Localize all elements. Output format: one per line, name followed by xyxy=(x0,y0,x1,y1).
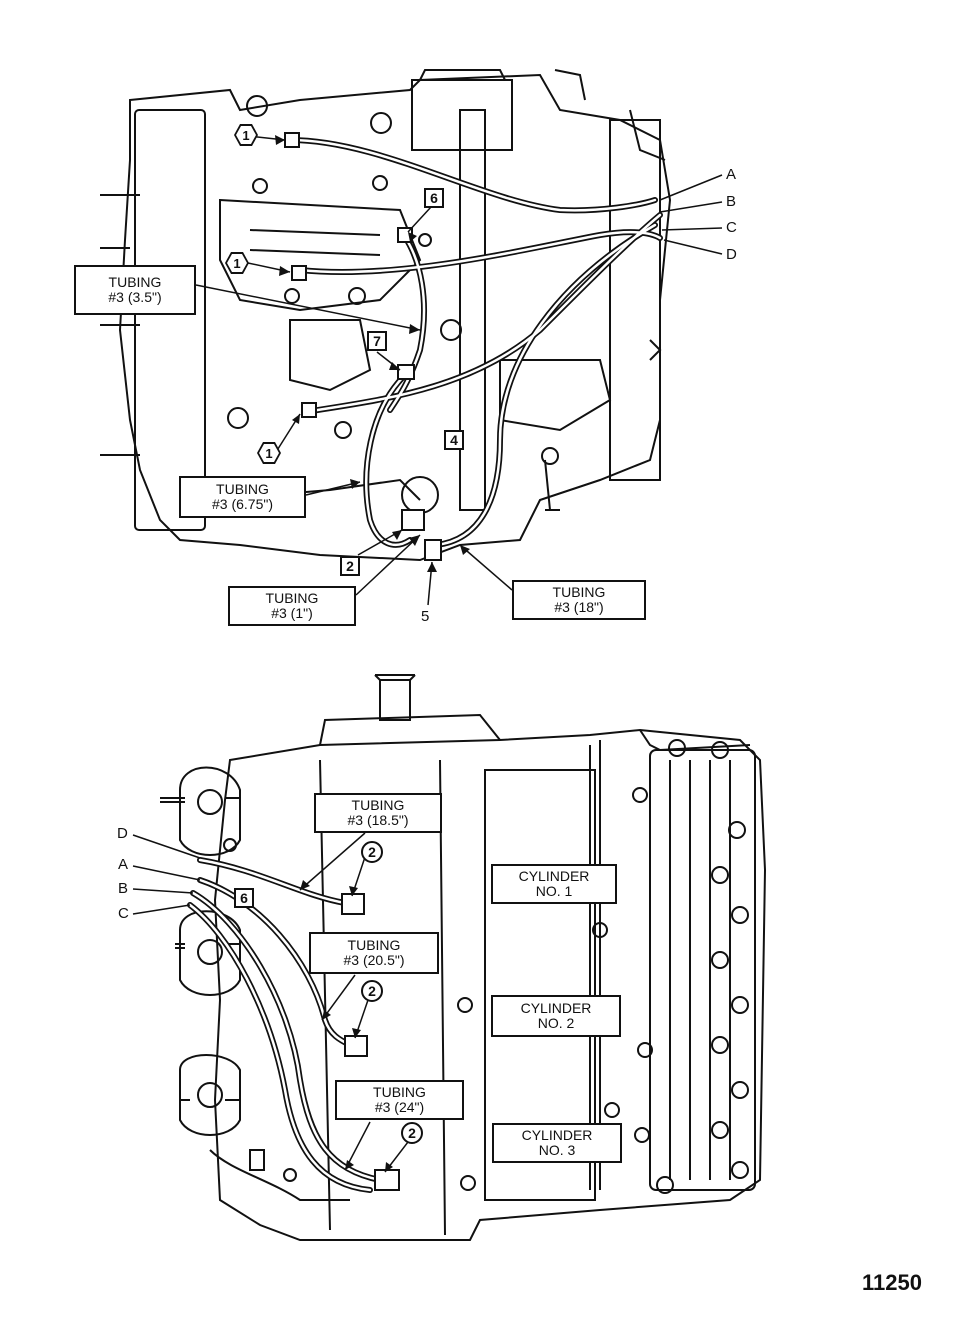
tubing-label-line1: TUBING xyxy=(351,797,405,813)
callout-1-top-b: 1 xyxy=(225,252,249,274)
tubing-label-line2: #3 (1") xyxy=(271,605,313,621)
figure-number: 11250 xyxy=(862,1270,922,1295)
cylinder-label-line1: CYLINDER xyxy=(521,1127,593,1143)
callout-6-bottom: 6 xyxy=(234,888,254,908)
tubing-label-line1: TUBING xyxy=(216,481,269,497)
cylinder-label-line2: NO. 1 xyxy=(535,883,573,899)
callout-1-top-c: 1 xyxy=(257,442,281,464)
cylinder-label-1: CYLINDER NO. 1 xyxy=(491,864,617,904)
bottom-leader-lines xyxy=(132,832,409,1173)
hose-letter-d-bottom: D xyxy=(117,825,128,842)
cylinder-label-2: CYLINDER NO. 2 xyxy=(491,995,621,1037)
tubing-label-line2: #3 (20.5") xyxy=(343,952,405,968)
callout-7-top: 7 xyxy=(367,331,387,351)
cylinder-label-line2: NO. 3 xyxy=(538,1142,576,1158)
bottom-fittings xyxy=(249,893,400,1191)
tubing-label-line1: TUBING xyxy=(373,1084,426,1100)
cylinder-label-line1: CYLINDER xyxy=(520,1000,592,1016)
tubing-label-line1: TUBING xyxy=(108,274,162,290)
top-arrowheads xyxy=(275,135,470,572)
bottom-arrowheads xyxy=(300,880,393,1172)
callout-4-top: 4 xyxy=(444,430,464,450)
callout-1-top-a: 1 xyxy=(234,124,258,146)
tubing-label-6.75: TUBING #3 (6.75") xyxy=(179,476,306,518)
tubing-label-line1: TUBING xyxy=(265,590,319,606)
callout-6-top: 6 xyxy=(424,188,444,208)
top-tubing-lines xyxy=(287,137,663,548)
top-tubing-lines-inner xyxy=(288,138,662,547)
tubing-label-3.5: TUBING #3 (3.5") xyxy=(74,265,196,315)
tubing-label-line2: #3 (18") xyxy=(554,599,604,615)
tubing-label-line2: #3 (3.5") xyxy=(108,289,162,305)
callout-2-bottom-a: 2 xyxy=(361,841,383,863)
tubing-label-20.5: TUBING #3 (20.5") xyxy=(309,932,439,974)
hose-letter-a: A xyxy=(726,166,737,183)
tubing-label-line2: #3 (18.5") xyxy=(347,812,409,828)
tubing-label-24: TUBING #3 (24") xyxy=(335,1080,464,1120)
tubing-label-1: TUBING #3 (1") xyxy=(228,586,356,626)
tubing-label-line1: TUBING xyxy=(552,584,606,600)
top-fittings xyxy=(284,132,442,561)
hose-letter-c: C xyxy=(726,219,737,236)
callout-2-bottom-b: 2 xyxy=(361,980,383,1002)
tubing-label-line2: #3 (6.75") xyxy=(211,496,273,512)
tubing-label-line2: #3 (24") xyxy=(374,1099,425,1115)
tubing-label-18.5: TUBING #3 (18.5") xyxy=(314,793,442,833)
hose-letter-b-bottom: B xyxy=(118,880,129,897)
tubing-label-18: TUBING #3 (18") xyxy=(512,580,646,620)
cylinder-label-line1: CYLINDER xyxy=(518,868,590,884)
hose-letter-a-bottom: A xyxy=(118,856,129,873)
cylinder-label-3: CYLINDER NO. 3 xyxy=(492,1123,622,1163)
tubing-label-line1: TUBING xyxy=(347,937,401,953)
hose-letter-c-bottom: C xyxy=(118,905,129,922)
callout-2-bottom-c: 2 xyxy=(401,1122,423,1144)
bottom-tubing-lines-inner xyxy=(188,858,382,1192)
cylinder-label-line2: NO. 2 xyxy=(537,1015,575,1031)
callout-5-top: 5 xyxy=(421,608,430,625)
callout-2-top: 2 xyxy=(340,556,360,576)
hose-letter-d: D xyxy=(726,246,737,263)
hose-letter-b: B xyxy=(726,193,737,210)
